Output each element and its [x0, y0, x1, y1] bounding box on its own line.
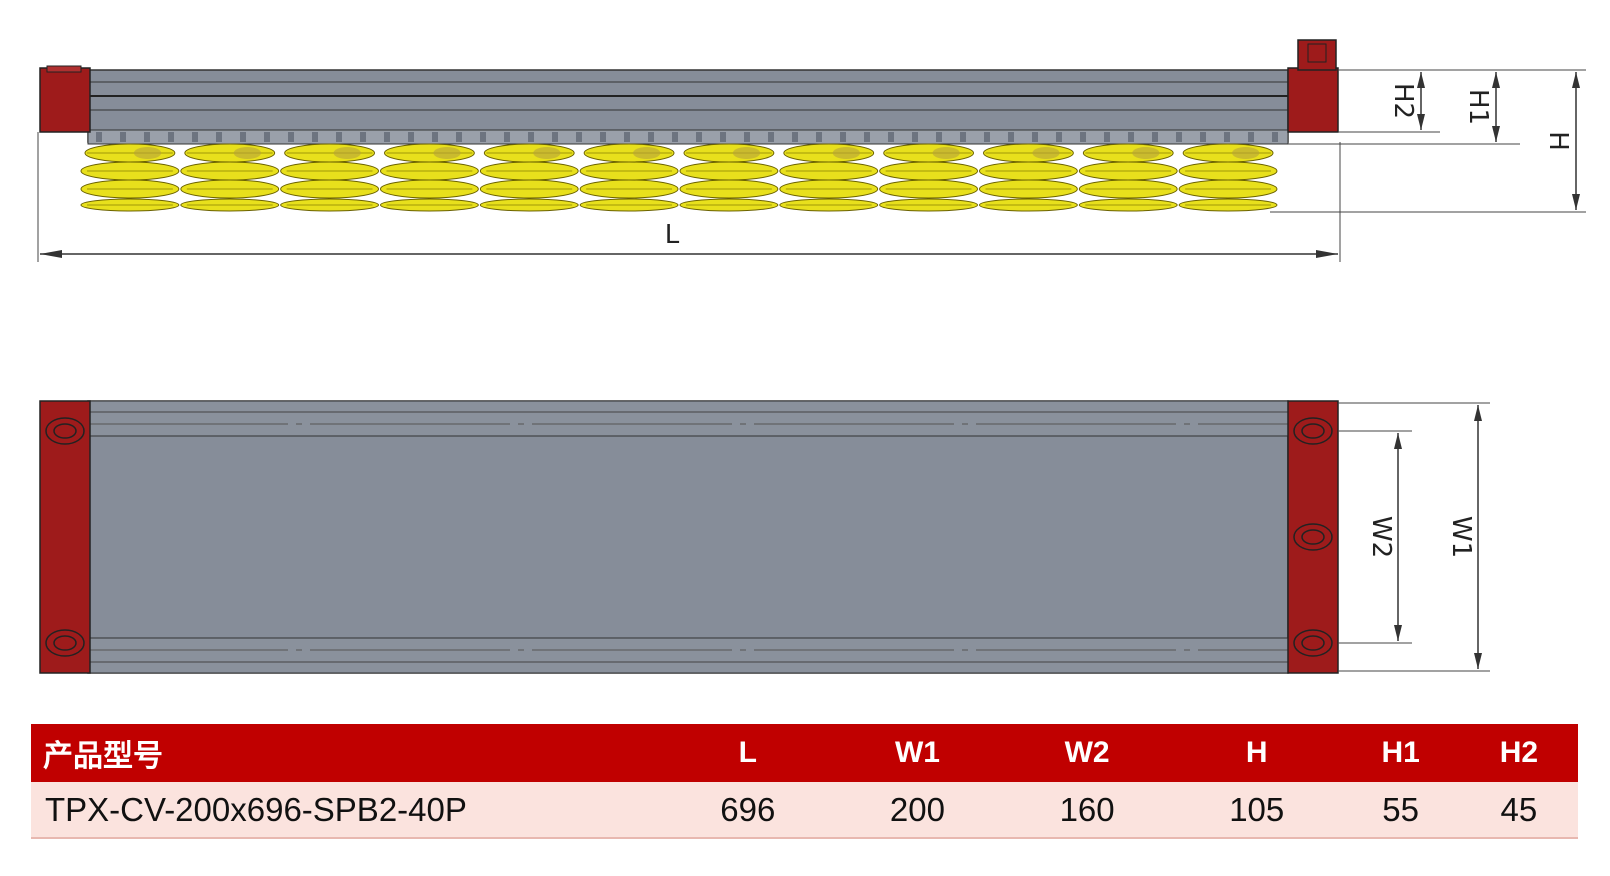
spec-table: 产品型号 L W1 W2 H H1 H2 TPX-CV-200x696-SPB2… — [31, 724, 1578, 839]
top-view: W2 W1 — [39, 400, 1490, 674]
suction-cup — [978, 143, 1078, 212]
side-view: L H2 H1 H — [37, 39, 1586, 262]
side-end-cap-right — [1287, 67, 1339, 133]
suction-cup — [280, 143, 380, 212]
suction-cup — [879, 143, 978, 212]
cell-h2: 45 — [1459, 782, 1578, 839]
top-end-cap-left — [39, 400, 91, 674]
suction-cup — [380, 143, 479, 212]
screw-icon — [45, 417, 85, 445]
label-l: L — [665, 220, 680, 250]
header-h1: H1 — [1341, 724, 1460, 782]
connector-port — [1297, 39, 1337, 71]
technical-drawing: L H2 H1 H — [37, 39, 1586, 674]
header-w1: W1 — [832, 724, 1003, 782]
table-header-row: 产品型号 L W1 W2 H H1 H2 — [31, 724, 1578, 782]
label-w1: W1 — [1446, 516, 1476, 558]
header-model: 产品型号 — [31, 724, 663, 782]
screw-icon — [45, 629, 85, 657]
suction-cup — [479, 143, 579, 212]
label-w2: W2 — [1366, 516, 1396, 558]
header-w2: W2 — [1002, 724, 1172, 782]
suction-cup — [1178, 143, 1278, 212]
bellows-cups — [80, 143, 1278, 212]
screw-icon — [1293, 629, 1333, 657]
header-h: H — [1171, 724, 1342, 782]
header-h2: H2 — [1459, 724, 1578, 782]
suction-cup — [1078, 143, 1178, 212]
label-h: H — [1543, 131, 1573, 151]
suction-cup — [679, 143, 779, 212]
top-end-cap-right — [1287, 400, 1339, 674]
cell-model: TPX-CV-200x696-SPB2-40P — [31, 782, 663, 839]
top-body — [87, 400, 1289, 674]
header-l: L — [663, 724, 833, 782]
cell-h1: 55 — [1341, 782, 1460, 839]
label-h2: H2 — [1388, 83, 1418, 119]
screw-icon — [1293, 523, 1333, 551]
side-end-cap-left — [39, 67, 91, 133]
suction-cup — [80, 143, 180, 212]
cell-l: 696 — [663, 782, 833, 839]
suction-cup — [180, 143, 280, 212]
screw-icon — [1293, 417, 1333, 445]
cell-w2: 160 — [1002, 782, 1172, 839]
cell-w1: 200 — [832, 782, 1003, 839]
table-row: TPX-CV-200x696-SPB2-40P 696 200 160 105 … — [31, 782, 1578, 839]
suction-cup — [579, 143, 679, 212]
cell-h: 105 — [1171, 782, 1342, 839]
suction-cup — [779, 143, 879, 212]
label-h1: H1 — [1463, 89, 1493, 125]
